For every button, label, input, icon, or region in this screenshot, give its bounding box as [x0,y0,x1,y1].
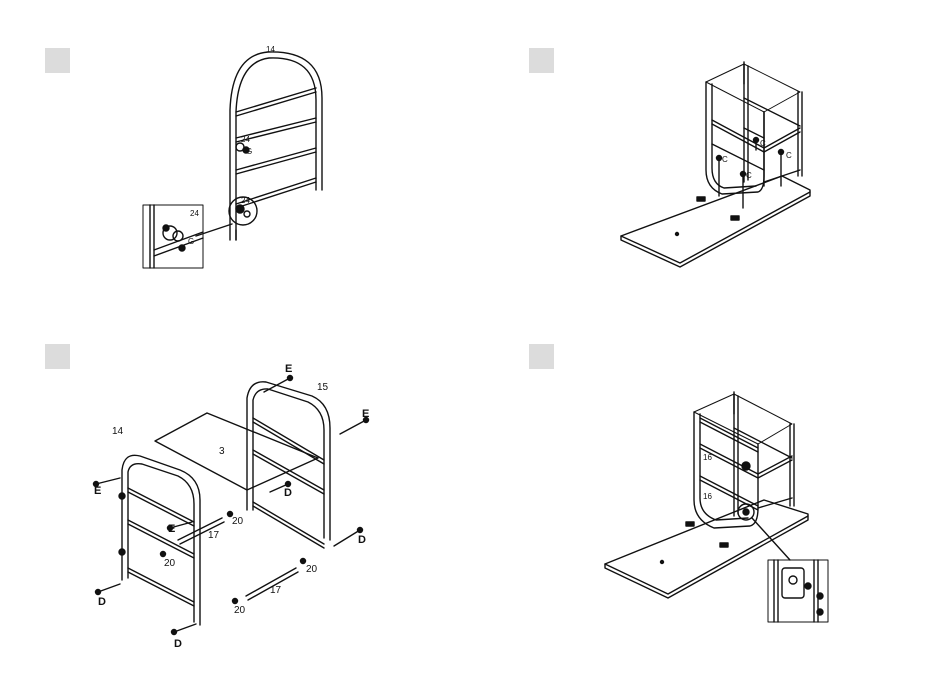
step-1-diagram: 14 24 G 24 24 G [143,45,322,268]
label-d-mid: D [284,487,292,499]
label-inset-24: 24 [190,209,199,218]
label-e-top: E [285,363,292,375]
label-c-2: C [746,171,752,180]
label-inset-g: G [188,237,194,246]
shelf-unit [706,62,802,194]
detail-callout [143,197,257,268]
label-nut-20-upper: 20 [232,516,244,527]
base-panel [621,176,810,267]
label-bolt-24-lower: 24 [241,196,250,205]
label-e-left: E [94,485,101,497]
label-e-lower: E [168,523,175,535]
detail-callout [738,504,828,622]
label-shelf-16-upper: 16 [703,453,712,462]
frame-15 [247,382,330,548]
label-c-1: C [722,155,728,164]
label-frame-15: 15 [317,382,329,393]
top-panel-3 [155,413,318,490]
label-g-upper: G [246,147,252,156]
step-2-diagram: C C C C [621,62,810,267]
label-nut-20-right: 20 [306,564,318,575]
label-e-right: E [362,408,369,420]
label-bolt-24-upper: 24 [241,135,250,144]
label-frame-14: 14 [112,426,124,437]
label-shelf-16-lower: 16 [703,492,712,501]
label-nut-20-lower: 20 [234,605,246,616]
label-c-3: C [760,139,766,148]
label-panel-3: 3 [219,446,225,457]
label-d-right: D [358,534,366,546]
label-rod-17-lower: 17 [270,585,282,596]
label-frame-14: 14 [266,45,275,54]
step-4-diagram: 16 16 [605,392,828,622]
label-rod-17-upper: 17 [208,530,220,541]
label-c-4: C [786,151,792,160]
label-d-bottom: D [174,638,182,650]
step-3-diagram: E 15 E 14 3 E D E 17 20 D 20 20 17 D 20 … [94,363,370,650]
screws-d-e [94,376,369,635]
label-nut-20-left: 20 [164,558,176,569]
label-d-left: D [98,596,106,608]
